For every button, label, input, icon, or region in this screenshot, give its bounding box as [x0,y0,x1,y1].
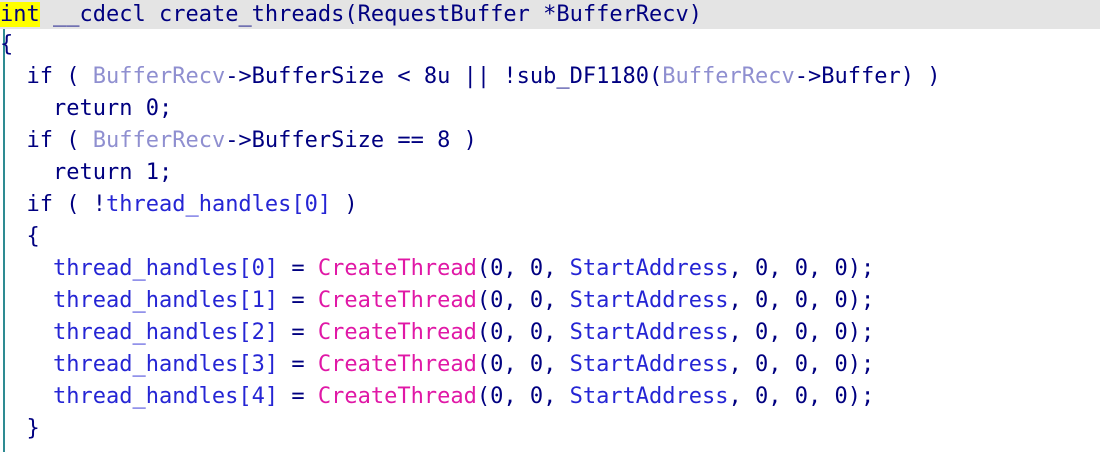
args-prefix: (0, 0, [476,288,570,313]
global-var-startaddress[interactable]: StartAddress [569,384,729,409]
global-var-startaddress[interactable]: StartAddress [569,288,729,313]
signature-close-paren: ) [688,2,703,27]
signature-space-1 [40,2,53,27]
code-line-return-0[interactable]: return 0; [0,93,1100,125]
code-line-inner-close-brace[interactable]: } [0,413,1100,445]
expr-fragment-1: ->BufferSize < 8u || ! [225,64,517,89]
assign-operator: = [278,256,318,281]
indent [0,128,27,153]
global-var-startaddress[interactable]: StartAddress [569,352,729,377]
if-keyword: if ( [26,64,93,89]
args-prefix: (0, 0, [476,320,570,345]
code-line-if-buffersize-eq8[interactable]: if ( BufferRecv->BufferSize == 8 ) [0,125,1100,157]
args-suffix: , 0, 0, 0); [728,288,875,313]
imported-api-createthread[interactable]: CreateThread [317,320,477,345]
global-var-thread-handles[interactable]: thread_handles[0] [105,192,332,217]
expr-fragment-2: ( [649,64,663,89]
imported-api-createthread[interactable]: CreateThread [317,256,477,281]
imported-api-createthread[interactable]: CreateThread [317,288,477,313]
args-suffix: , 0, 0, 0); [728,384,875,409]
imported-api-createthread[interactable]: CreateThread [317,352,477,377]
if-keyword: if ( ! [26,192,106,217]
code-line-if-buffersize-lt8[interactable]: if ( BufferRecv->BufferSize < 8u || !sub… [0,61,1100,93]
assign-operator: = [278,352,318,377]
code-line-clipped-next[interactable]: thread_handles[5] = CreateThread(0, 0, S… [0,448,1100,452]
args-suffix: , 0, 0, 0); [728,256,875,281]
indent [0,384,53,409]
code-line-assignment[interactable]: thread_handles[0] = CreateThread(0, 0, S… [0,253,1100,285]
code-line-if-thread-handles-null[interactable]: if ( !thread_handles[0] ) [0,189,1100,221]
return-one-token: return 1; [0,160,173,185]
indent [0,256,53,281]
code-line-assignment[interactable]: thread_handles[4] = CreateThread(0, 0, S… [0,381,1100,413]
global-var-thread-handles[interactable]: thread_handles[2] [52,320,279,345]
global-var-startaddress[interactable]: StartAddress [569,256,729,281]
indent [0,192,27,217]
imported-api-createthread[interactable]: CreateThread [317,384,477,409]
block-guide-line [3,29,5,452]
indent [0,288,53,313]
indent [0,352,53,377]
code-line-assignment[interactable]: thread_handles[1] = CreateThread(0, 0, S… [0,285,1100,317]
args-prefix: (0, 0, [476,384,570,409]
global-var-thread-handles[interactable]: thread_handles[0] [52,256,279,281]
local-var-bufferrecv[interactable]: BufferRecv [92,64,226,89]
open-brace-token: { [0,32,14,57]
calling-convention-token[interactable]: __cdecl [53,2,146,27]
args-suffix: , 0, 0, 0); [728,352,875,377]
signature-space-3 [530,2,543,27]
assign-operator: = [278,384,318,409]
indent [0,64,27,89]
if-keyword: if ( [26,128,93,153]
local-var-bufferrecv[interactable]: BufferRecv [92,128,226,153]
code-line-assignment[interactable]: thread_handles[3] = CreateThread(0, 0, S… [0,349,1100,381]
param-name-token[interactable]: *BufferRecv [543,2,689,27]
signature-open-paren: ( [344,2,358,27]
inner-close-brace-token: } [0,416,40,441]
global-var-startaddress[interactable]: StartAddress [569,320,729,345]
param-type-token[interactable]: RequestBuffer [357,2,530,27]
code-line-inner-open-brace[interactable]: { [0,221,1100,253]
assign-operator: = [278,288,318,313]
function-sub-df1180[interactable]: sub_DF1180 [516,64,650,89]
code-line-signature[interactable]: int __cdecl create_threads(RequestBuffer… [0,0,1100,29]
expr-fragment-3: ->Buffer) ) [794,64,941,89]
inner-open-brace-token: { [0,224,40,249]
global-var-thread-handles[interactable]: thread_handles[3] [52,352,279,377]
assign-operator: = [278,320,318,345]
function-name-token[interactable]: create_threads [158,2,345,27]
return-zero-token: return 0; [0,96,173,121]
local-var-bufferrecv-2[interactable]: BufferRecv [662,64,795,89]
args-suffix: , 0, 0, 0); [728,320,875,345]
global-var-thread-handles[interactable]: thread_handles[1] [52,288,279,313]
args-prefix: (0, 0, [476,256,570,281]
signature-space-2 [146,2,159,27]
code-line-return-1[interactable]: return 1; [0,157,1100,189]
expr-fragment: ->BufferSize == 8 ) [225,128,477,153]
code-line-assignment[interactable]: thread_handles[2] = CreateThread(0, 0, S… [0,317,1100,349]
expr-fragment: ) [331,192,358,217]
global-var-thread-handles[interactable]: thread_handles[4] [52,384,279,409]
indent [0,320,53,345]
return-type-token[interactable]: int [0,2,40,27]
args-prefix: (0, 0, [476,352,570,377]
code-line-open-brace[interactable]: { [0,29,1100,61]
